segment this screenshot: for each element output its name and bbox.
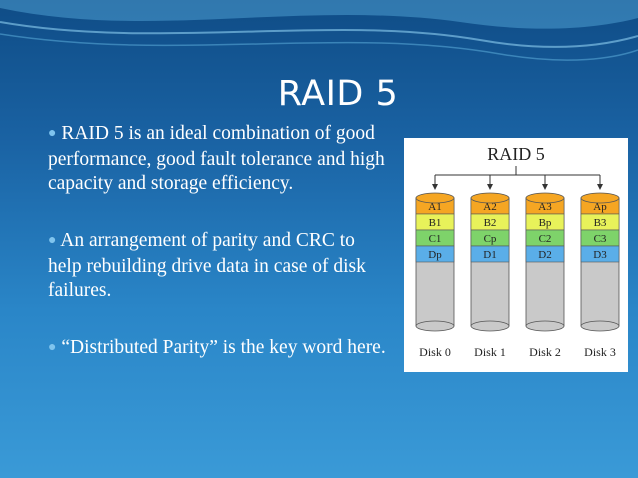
disk-top [525, 192, 565, 204]
connector-arrow [597, 184, 603, 190]
disk-block-label: Dp [428, 249, 442, 261]
disk-block-label: A1 [428, 201, 441, 213]
disk-block-label: Ap [593, 201, 607, 213]
disk-top [415, 192, 455, 204]
disk-block-label: A3 [538, 201, 552, 213]
disk-block [470, 245, 510, 263]
disk-block [525, 245, 565, 263]
bullet-item: ● An arrangement of parity and CRC to he… [48, 229, 393, 303]
bullet-text: An arrangement of parity and CRC to help… [48, 230, 366, 301]
disk-block-label: A2 [483, 201, 496, 213]
connector-arrow [487, 184, 493, 190]
disk-block [415, 245, 455, 263]
disk-block-label: C3 [594, 233, 607, 245]
diagram-title: RAID 5 [487, 144, 545, 164]
disk-block-label: D2 [538, 249, 551, 261]
disk-bottom [580, 320, 620, 332]
disk-block-label: Cp [484, 233, 497, 245]
bullet-dot-icon: ● [48, 340, 57, 355]
connector-arrow [432, 184, 438, 190]
disk-top [470, 192, 510, 204]
disk-block-label: B3 [594, 217, 607, 229]
slide-title: RAID 5 [277, 74, 399, 114]
disk-block-label: B2 [484, 217, 497, 229]
disk-block-label: B1 [429, 217, 442, 229]
wave-decoration [0, 0, 638, 61]
bullet-dot-icon: ● [48, 126, 57, 141]
disk-block-label: D3 [593, 249, 607, 261]
disk-top [580, 192, 620, 204]
disk-label: Disk 3 [584, 345, 616, 359]
disk-block-label: C1 [429, 233, 442, 245]
disk-block-label: D1 [483, 249, 496, 261]
bullet-list: ● RAID 5 is an ideal combination of good… [48, 122, 393, 395]
bullet-text: RAID 5 is an ideal combination of good p… [48, 123, 385, 194]
bullet-item: ● RAID 5 is an ideal combination of good… [48, 122, 393, 196]
disk-label: Disk 2 [529, 345, 561, 359]
disk-block-label: Bp [539, 217, 552, 229]
bullet-dot-icon: ● [48, 233, 57, 248]
disk-block-label: C2 [539, 233, 552, 245]
disk-bottom [470, 320, 510, 332]
bullet-item: ● “Distributed Parity” is the key word h… [48, 336, 393, 362]
connector-arrow [542, 184, 548, 190]
disk-bottom [415, 320, 455, 332]
disk-label: Disk 0 [419, 345, 451, 359]
disk-label: Disk 1 [474, 345, 506, 359]
disk-bottom [525, 320, 565, 332]
bullet-text: “Distributed Parity” is the key word her… [61, 337, 386, 358]
disk-block [580, 245, 620, 263]
